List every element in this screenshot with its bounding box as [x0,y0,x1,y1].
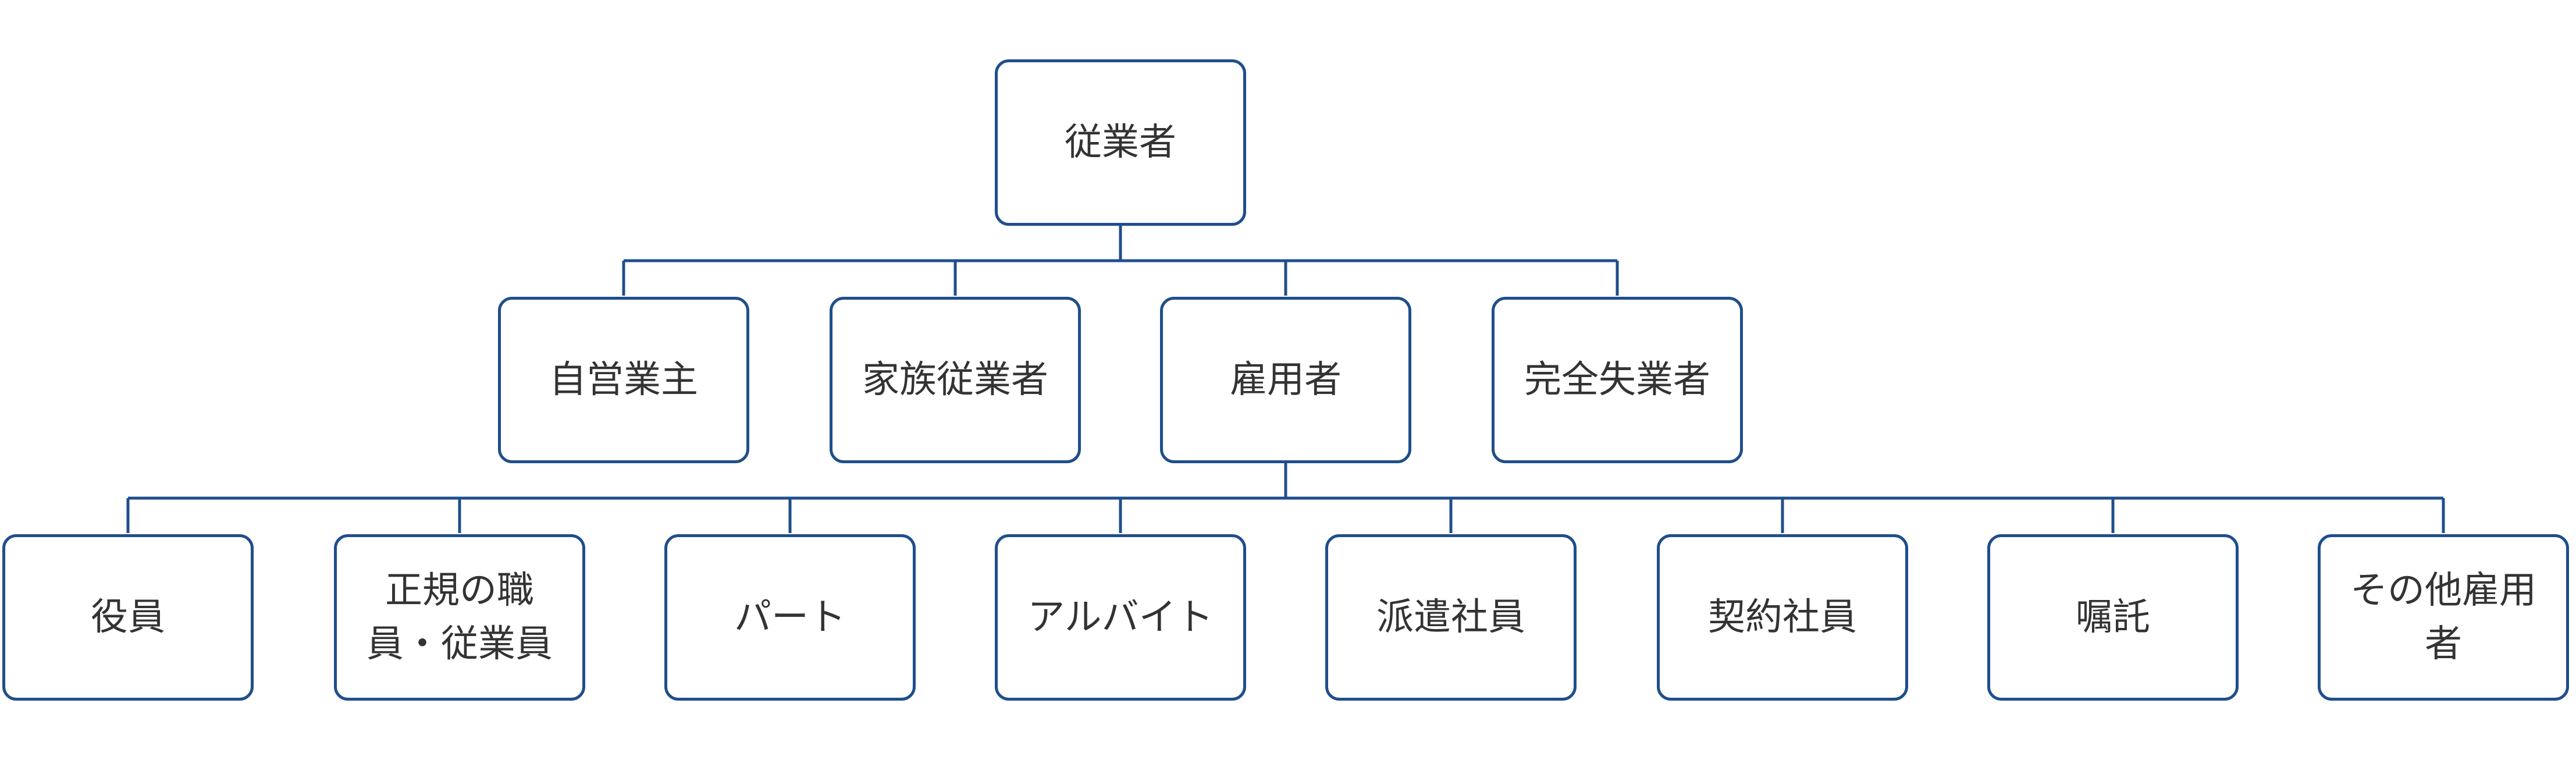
node-koyousha: 雇用者 [1160,297,1411,463]
node-seiki-shokuin: 正規の職員・従業員 [334,534,585,701]
node-label: 役員 [91,596,165,639]
node-label: その他雇用者 [2350,569,2536,666]
node-shokutaku: 嘱託 [1987,534,2239,701]
node-kazoku-juugyousha: 家族従業者 [830,297,1081,463]
node-label: 正規の職員・従業員 [367,569,553,666]
node-keiyaku-shain: 契約社員 [1657,534,1908,701]
node-label: 自営業主 [549,358,698,402]
node-jieigyounushi: 自営業主 [498,297,749,463]
node-sonota-koyousha: その他雇用者 [2318,534,2569,701]
node-juugyousha: 従業者 [995,59,1246,226]
node-label: パート [734,596,846,639]
node-label: 嘱託 [2076,596,2150,639]
node-haken-shain: 派遣社員 [1325,534,1577,701]
node-label: 派遣社員 [1376,596,1525,639]
node-kanzen-shitsugyousha: 完全失業者 [1492,297,1743,463]
node-part: パート [664,534,916,701]
node-label: アルバイト [1027,596,1214,639]
node-label: 従業者 [1065,121,1176,164]
node-label: 契約社員 [1708,596,1857,639]
node-label: 雇用者 [1230,358,1342,402]
node-label: 完全失業者 [1524,358,1710,402]
node-yakuin: 役員 [2,534,254,701]
node-arbeit: アルバイト [995,534,1246,701]
node-label: 家族従業者 [862,358,1048,402]
